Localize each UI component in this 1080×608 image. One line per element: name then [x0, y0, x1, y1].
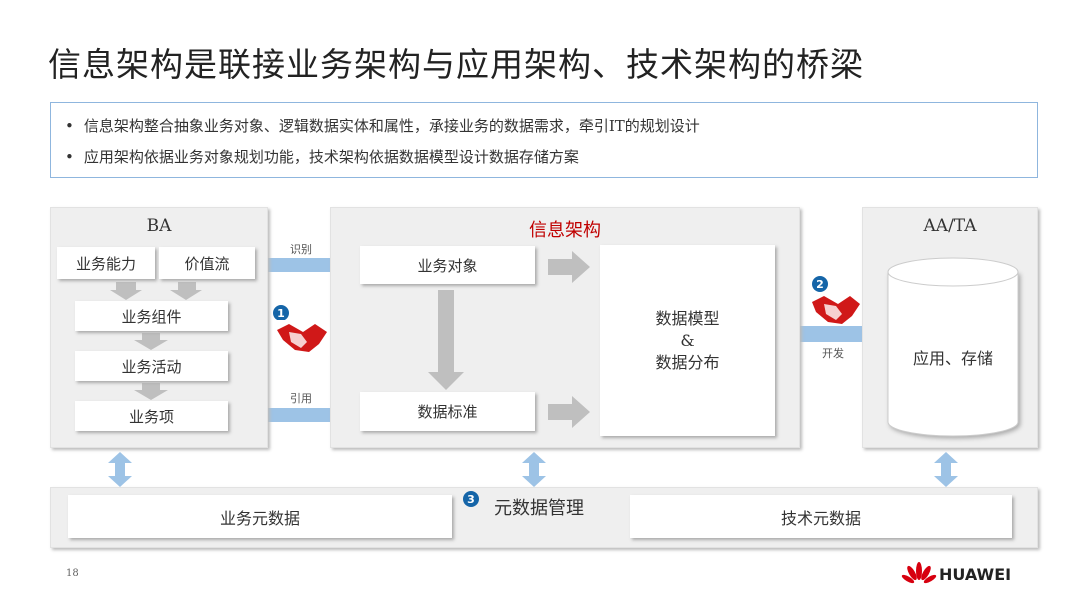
handshake-icon — [273, 320, 329, 356]
ba-metadata-double-arrow — [108, 452, 132, 487]
data-model-box: 数据模型 & 数据分布 — [600, 245, 775, 436]
data-model-label: 数据模型 — [655, 308, 720, 328]
aata-metadata-double-arrow — [934, 452, 958, 487]
develop-arrow — [785, 318, 886, 350]
summary-box: 信息架构整合抽象业务对象、逻辑数据实体和属性，承接业务的数据需求，牵引IT的规划… — [50, 102, 1038, 178]
ia-title: 信息架构 — [529, 220, 601, 241]
metadata-management-title: 元数据管理 — [494, 498, 584, 519]
develop-label: 开发 — [822, 347, 844, 360]
ia-flow-arrows — [428, 251, 590, 428]
huawei-logo-icon — [901, 562, 937, 584]
business-activity-box: 业务活动 — [75, 351, 228, 381]
storage-label: 应用、存储 — [912, 349, 993, 368]
ba-flow-arrows — [110, 282, 202, 400]
ampersand-label: & — [680, 330, 695, 350]
huawei-brand: HUAWEI — [939, 565, 1012, 584]
bullet-2: 应用架构依据业务对象规划功能，技术架构依据数据模型设计数据存储方案 — [65, 142, 1023, 173]
page-number: 18 — [66, 568, 79, 579]
business-metadata-box: 业务元数据 — [68, 495, 452, 538]
handshake-icon — [812, 296, 860, 324]
bullet-1: 信息架构整合抽象业务对象、逻辑数据实体和属性，承接业务的数据需求，牵引IT的规划… — [65, 111, 1023, 142]
value-stream-box: 价值流 — [159, 247, 255, 279]
badge-2: 2 — [812, 276, 828, 292]
badge-1: 1 — [273, 305, 289, 321]
business-capability-box: 业务能力 — [57, 247, 155, 279]
identify-arrow — [262, 250, 354, 280]
technical-metadata-box: 技术元数据 — [630, 495, 1012, 538]
identify-label: 识别 — [290, 243, 312, 256]
aata-title: AA/TA — [923, 216, 977, 236]
page-title: 信息架构是联接业务架构与应用架构、技术架构的桥梁 — [48, 45, 864, 84]
ba-title: BA — [146, 216, 172, 236]
data-standard-box: 数据标准 — [360, 392, 535, 431]
business-item-box: 业务项 — [75, 401, 228, 431]
storage-cylinder-icon — [887, 257, 1019, 437]
badge-3: 3 — [463, 491, 479, 507]
ia-metadata-double-arrow — [522, 452, 546, 487]
business-component-box: 业务组件 — [75, 301, 228, 331]
business-object-box: 业务对象 — [360, 246, 535, 284]
reference-arrow — [248, 400, 345, 430]
data-distribution-label: 数据分布 — [655, 352, 720, 372]
reference-label: 引用 — [290, 392, 312, 405]
